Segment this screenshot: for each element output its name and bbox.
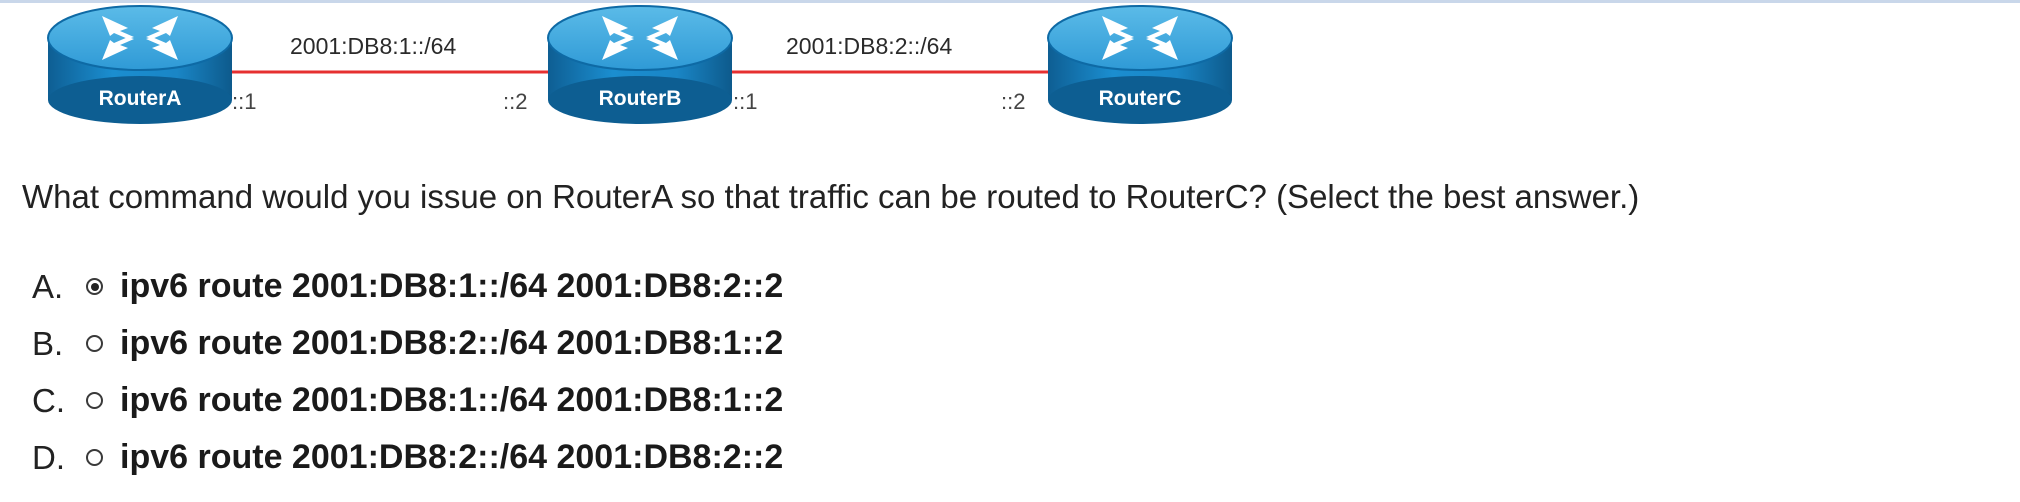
router-a-label: RouterA [99, 87, 182, 110]
option-d-letter: D. [32, 438, 65, 476]
router-b-left-interface-label: ::2 [503, 89, 528, 114]
option-a[interactable]: A. ipv6 route 2001:DB8:1::/64 2001:DB8:2… [32, 258, 783, 315]
router-b-right-interface-label: ::1 [733, 89, 758, 114]
router-c-label: RouterC [1099, 87, 1182, 110]
option-b-letter: B. [32, 324, 64, 362]
router-c-interface-label: ::2 [1001, 89, 1026, 114]
option-c-letter: C. [32, 381, 65, 419]
question-text: What command would you issue on RouterA … [22, 178, 1640, 215]
network-topology-diagram: RouterA RouterB RouterC 2001:DB8:1::/64 … [0, 0, 2020, 150]
answer-options: A. ipv6 route 2001:DB8:1::/64 2001:DB8:2… [32, 258, 783, 486]
option-d[interactable]: D. ipv6 route 2001:DB8:2::/64 2001:DB8:2… [32, 429, 783, 486]
option-c-radio[interactable] [86, 392, 103, 409]
window-top-border [0, 0, 2020, 3]
option-c-text: ipv6 route 2001:DB8:1::/64 2001:DB8:1::2 [120, 381, 784, 419]
router-a-interface-label: ::1 [232, 89, 257, 114]
topology-svg: RouterA RouterB RouterC [47, 5, 1233, 125]
option-a-radio[interactable] [86, 278, 103, 295]
option-b[interactable]: B. ipv6 route 2001:DB8:2::/64 2001:DB8:1… [32, 315, 783, 372]
link-b-c-network-label: 2001:DB8:2::/64 [786, 33, 953, 59]
option-c[interactable]: C. ipv6 route 2001:DB8:1::/64 2001:DB8:1… [32, 372, 783, 429]
option-a-text: ipv6 route 2001:DB8:1::/64 2001:DB8:2::2 [120, 267, 784, 305]
radio-selected-dot [90, 282, 99, 291]
option-b-text: ipv6 route 2001:DB8:2::/64 2001:DB8:1::2 [120, 324, 784, 362]
router-b-label: RouterB [599, 87, 682, 110]
option-a-letter: A. [32, 267, 64, 305]
link-a-b-network-label: 2001:DB8:1::/64 [290, 33, 457, 59]
option-d-text: ipv6 route 2001:DB8:2::/64 2001:DB8:2::2 [120, 438, 784, 476]
option-b-radio[interactable] [86, 335, 103, 352]
option-d-radio[interactable] [86, 449, 103, 466]
